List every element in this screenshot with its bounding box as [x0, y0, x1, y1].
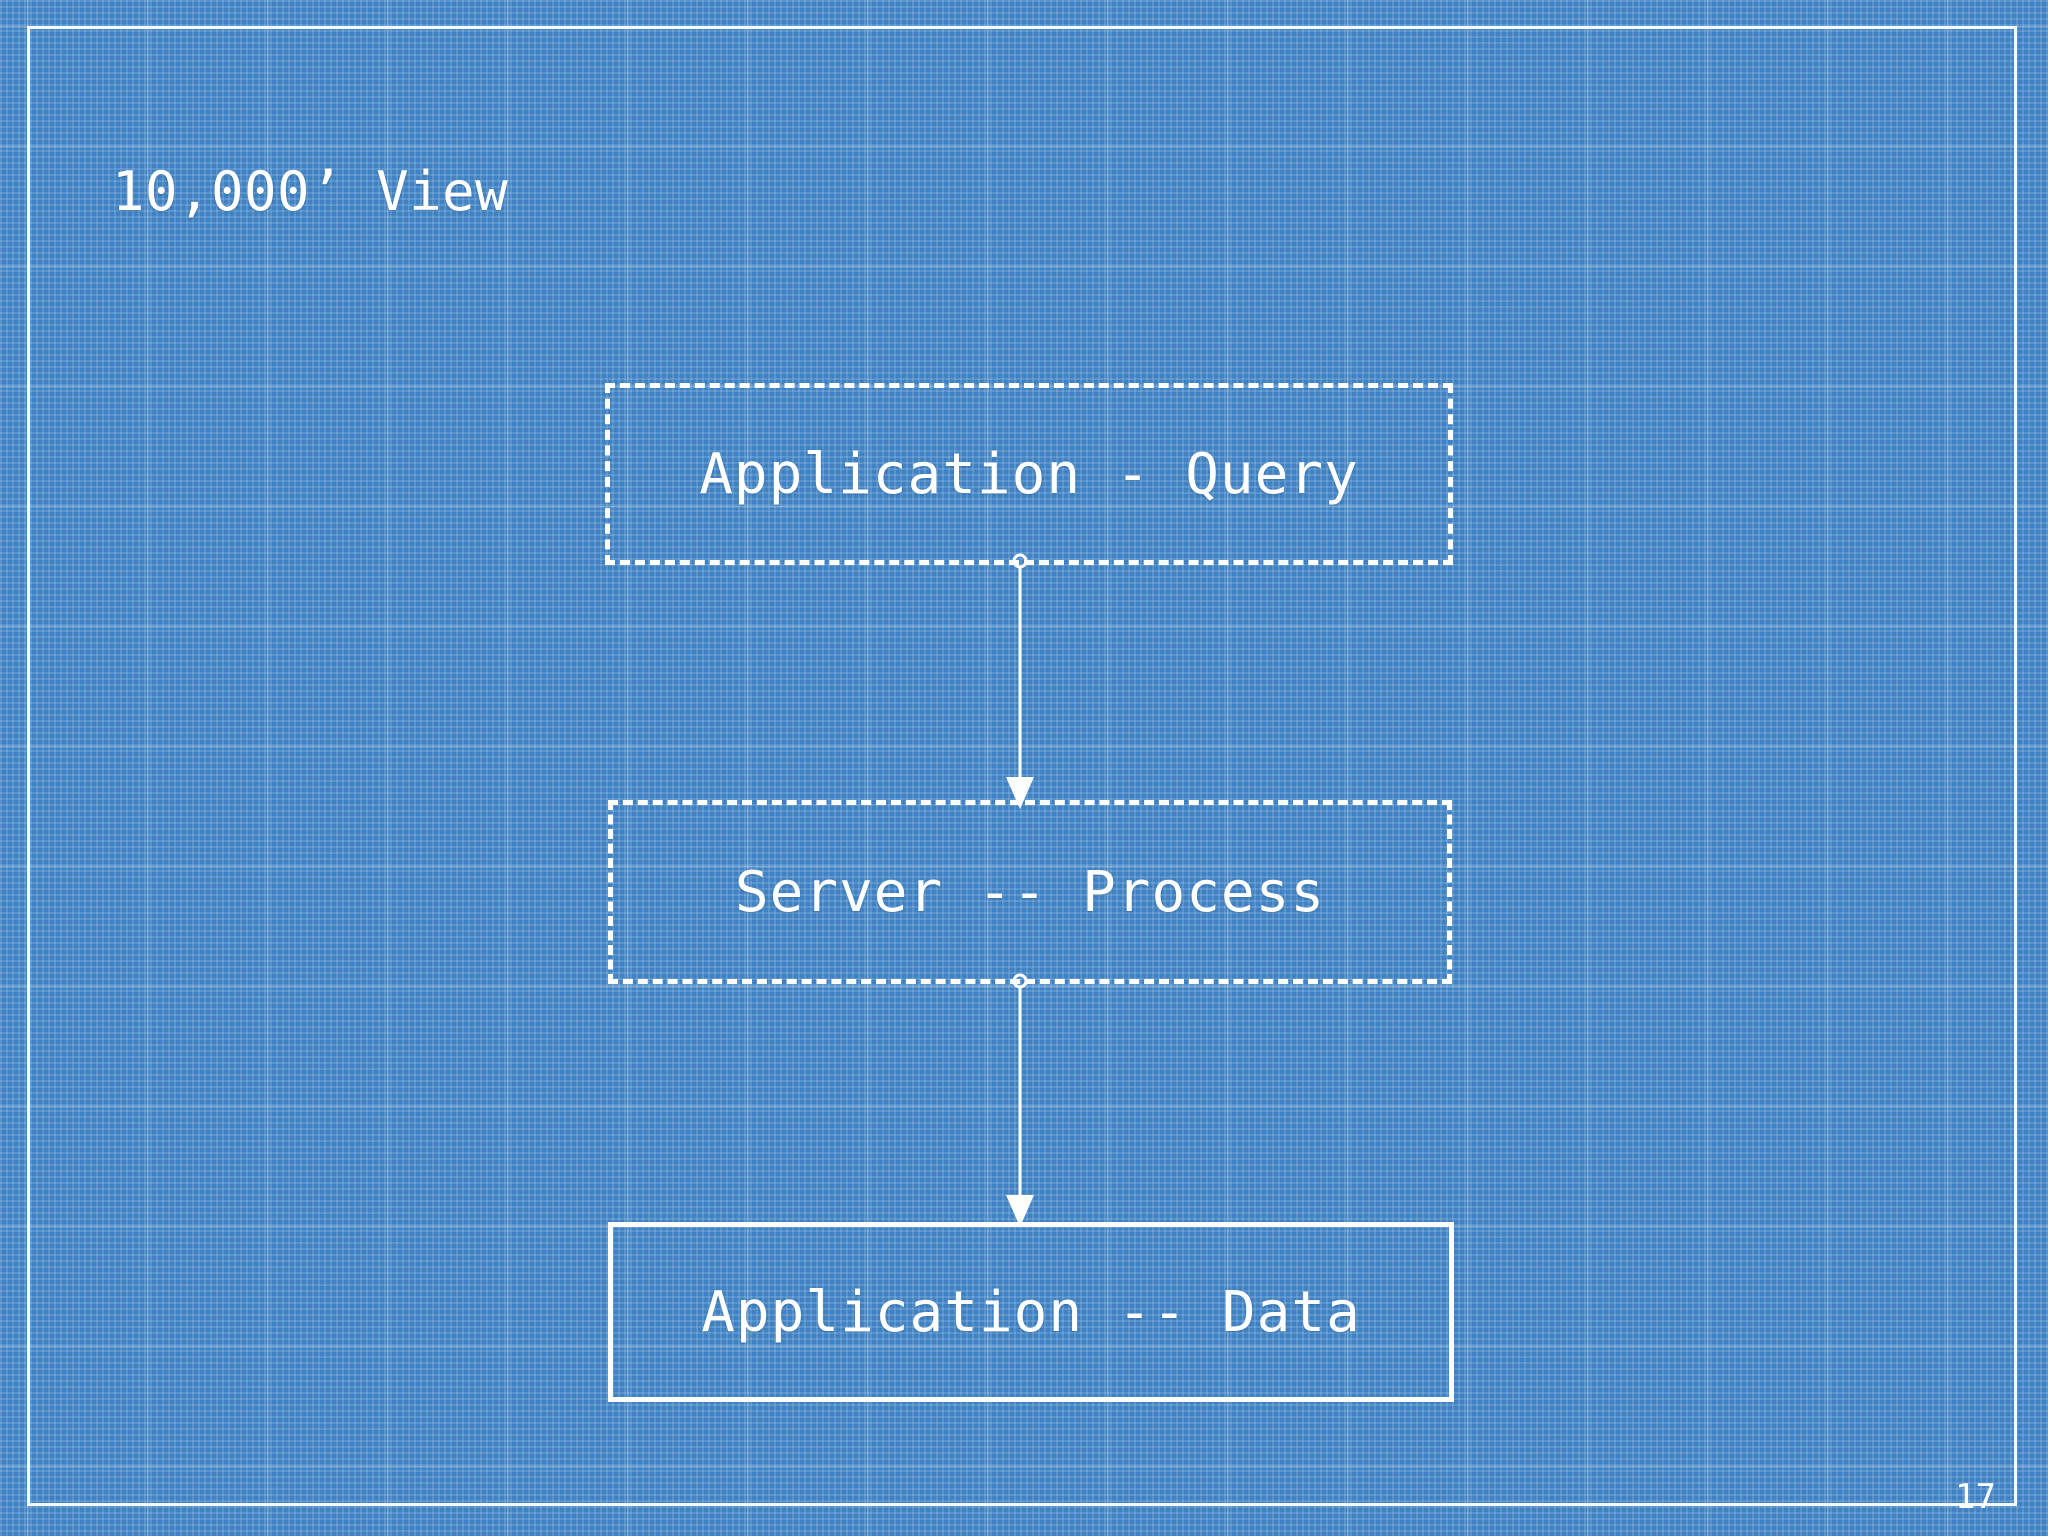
- flowchart-node-label: Server -- Process: [734, 859, 1326, 925]
- flowchart-node-label: Application - Query: [699, 441, 1359, 507]
- flowchart-node-application-data[interactable]: Application -- Data: [608, 1222, 1454, 1402]
- flowchart-node-application-query[interactable]: Application - Query: [605, 383, 1453, 565]
- flowchart-node-label: Application -- Data: [701, 1279, 1361, 1345]
- page-title: 10,000’ View: [112, 160, 509, 223]
- flowchart-node-server-process[interactable]: Server -- Process: [608, 800, 1452, 984]
- flowchart-edge-query-to-process: [1006, 553, 1034, 809]
- flowchart-edge-process-to-data: [1006, 973, 1034, 1227]
- page-number: 17: [1955, 1477, 1996, 1517]
